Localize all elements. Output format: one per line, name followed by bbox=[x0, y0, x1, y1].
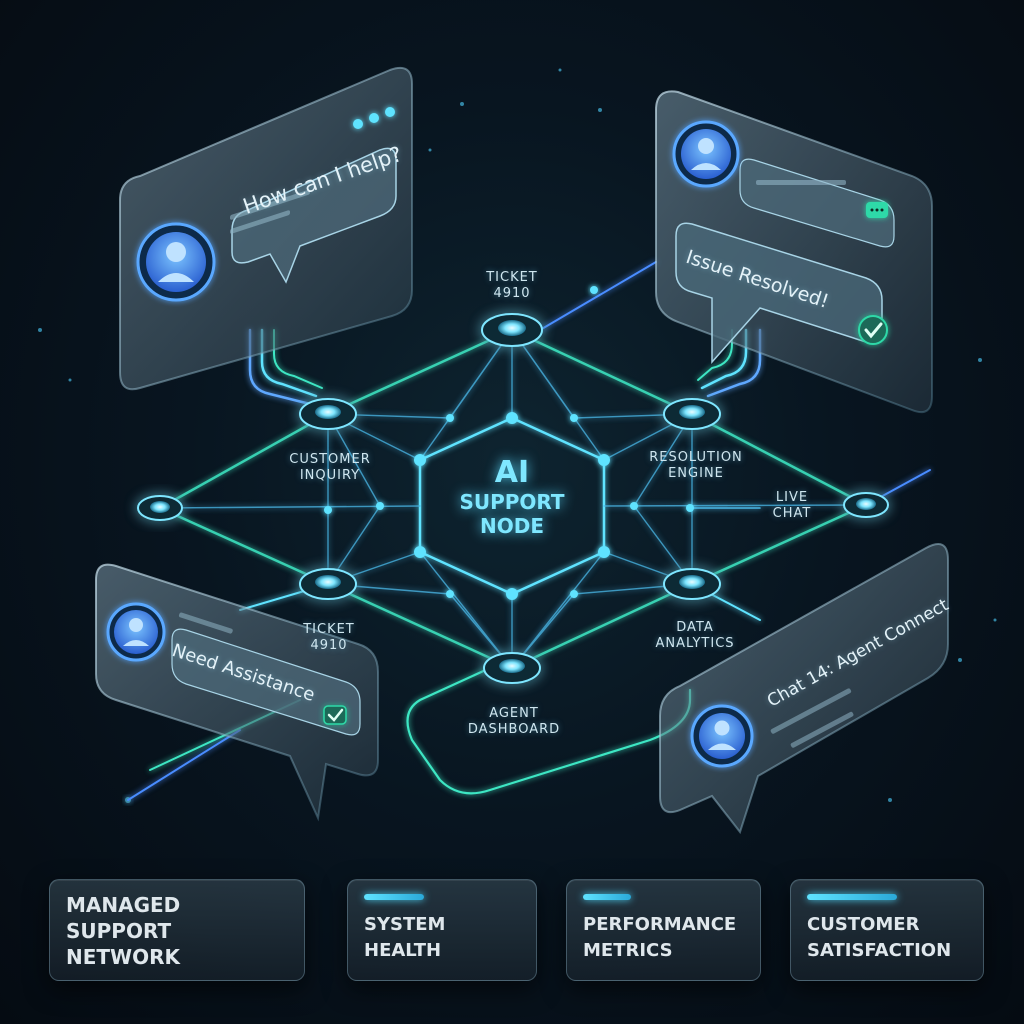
main-nodes bbox=[137, 313, 889, 684]
panel-title: SYSTEM HEALTH bbox=[364, 914, 446, 961]
chat-bubble-bottom-right bbox=[659, 543, 949, 835]
chat-bubble-top-right bbox=[655, 90, 933, 414]
panel-accent-bar bbox=[583, 894, 631, 900]
node-agent-dashboard bbox=[483, 652, 541, 684]
user-avatar-icon bbox=[672, 120, 740, 188]
panel-accent-bar bbox=[364, 894, 424, 900]
panel-managed-support-network[interactable]: MANAGED SUPPORT NETWORK bbox=[49, 879, 305, 981]
node-left-end bbox=[137, 495, 183, 521]
node-label-agent-dashboard: AGENT DASHBOARD bbox=[467, 706, 561, 737]
center-node-line3: NODE bbox=[479, 514, 544, 538]
panel-title: MANAGED SUPPORT NETWORK bbox=[66, 893, 181, 969]
user-avatar-icon bbox=[106, 602, 166, 662]
node-label-ticket-bottom: TICKET 4910 bbox=[303, 622, 355, 653]
node-label-customer-inquiry: CUSTOMER INQUIRY bbox=[289, 452, 371, 483]
node-data-analytics bbox=[663, 568, 721, 600]
node-ticket-top bbox=[481, 313, 543, 347]
chat-bubble-top-left bbox=[119, 66, 413, 391]
panel-system-health[interactable]: SYSTEM HEALTH bbox=[347, 879, 537, 981]
center-node-line1: AI bbox=[494, 455, 530, 490]
center-node-line2: SUPPORT bbox=[459, 490, 565, 514]
panel-performance-metrics[interactable]: PERFORMANCE METRICS bbox=[566, 879, 761, 981]
typing-dots-icon bbox=[353, 107, 395, 129]
node-label-live-chat: LIVE CHAT bbox=[772, 490, 812, 521]
panel-title: CUSTOMER SATISFACTION bbox=[807, 914, 952, 961]
node-ticket-bottom bbox=[299, 568, 357, 600]
node-live-chat bbox=[843, 492, 889, 518]
hub-dots bbox=[324, 286, 694, 600]
chat-icon bbox=[866, 202, 888, 218]
panel-accent-bar bbox=[807, 894, 897, 900]
user-avatar-icon bbox=[690, 704, 754, 768]
node-label-resolution-engine: RESOLUTION ENGINE bbox=[649, 450, 743, 481]
node-customer-inquiry bbox=[299, 398, 357, 430]
user-avatar-icon bbox=[136, 222, 216, 302]
node-label-data-analytics: DATA ANALYTICS bbox=[655, 620, 735, 651]
node-resolution-engine bbox=[663, 398, 721, 430]
node-label-ticket-top: TICKET 4910 bbox=[486, 270, 538, 301]
chat-bubble-bottom-left bbox=[95, 563, 379, 822]
panel-customer-satisfaction[interactable]: CUSTOMER SATISFACTION bbox=[790, 879, 984, 981]
center-node-label: AI SUPPORT NODE bbox=[432, 455, 592, 539]
checkmark-icon bbox=[858, 315, 888, 345]
panel-title: PERFORMANCE METRICS bbox=[583, 914, 737, 961]
checkmark-icon bbox=[323, 705, 347, 725]
